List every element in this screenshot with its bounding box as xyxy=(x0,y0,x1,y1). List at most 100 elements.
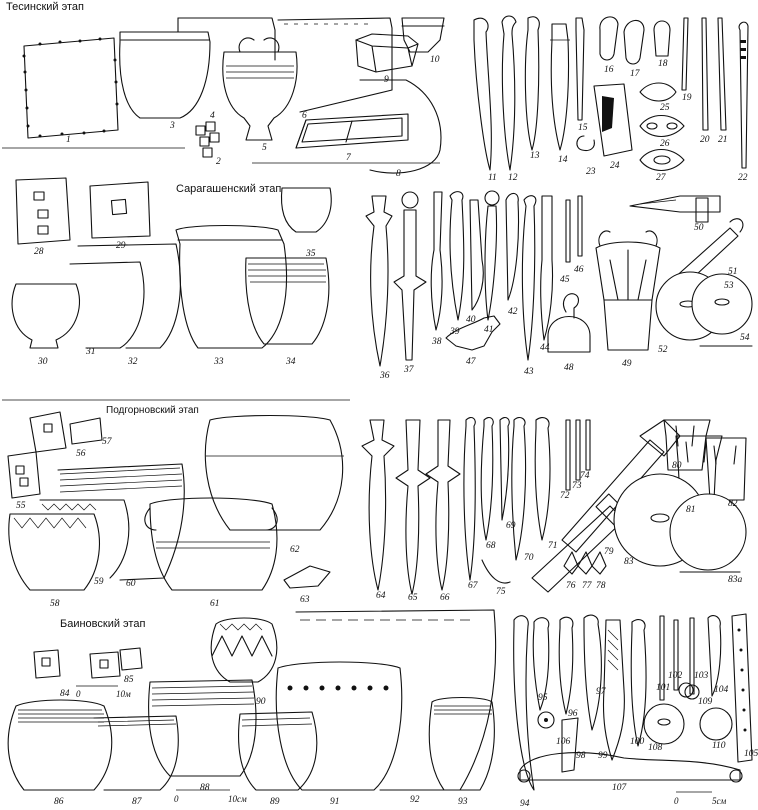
fig-num: 51 xyxy=(728,267,738,277)
pot-scale-zero: 0 xyxy=(174,794,179,804)
vessel-30 xyxy=(11,283,80,349)
fig-num: 64 xyxy=(376,591,386,601)
fig-num: 68 xyxy=(486,541,496,551)
tray-7 xyxy=(295,113,409,149)
fig-num: 104 xyxy=(714,685,729,695)
knife-98 xyxy=(561,717,579,773)
fig-num: 82 xyxy=(728,499,738,509)
fig-num: 81 xyxy=(686,505,696,515)
burial-plan-85b xyxy=(119,647,143,671)
fig-num: 35 xyxy=(305,249,316,259)
fig-num: 10 xyxy=(430,55,440,65)
knife-100 xyxy=(630,619,647,747)
fig-num: 98 xyxy=(576,751,586,761)
mold-24 xyxy=(593,83,633,157)
fig-num: 28 xyxy=(34,247,44,257)
figure-numbers: 1 2 3 4 5 6 7 8 9 10 11 12 13 14 15 16 1… xyxy=(16,55,758,809)
vessel-6 xyxy=(277,17,393,113)
figurine-47 xyxy=(445,315,501,351)
dagger-65 xyxy=(395,419,431,595)
stage-title-saragashensky: Сарагашенский этап xyxy=(176,183,282,195)
stage-title-tesinsky: Тесинский этап xyxy=(6,1,84,13)
vessel-32 xyxy=(77,243,181,349)
stage-title-podgornovsky: Подгорновский этап xyxy=(106,405,199,416)
fig-num: 2 xyxy=(216,157,221,167)
fig-num: 101 xyxy=(656,683,670,693)
fig-num: 17 xyxy=(630,69,641,79)
fig-num: 95 xyxy=(538,693,548,703)
vessel-61 xyxy=(144,497,278,591)
fig-num: 75 xyxy=(496,587,506,597)
fig-num: 18 xyxy=(658,59,668,69)
knife-40 xyxy=(469,199,484,311)
fig-num: 39 xyxy=(449,327,460,337)
burial-plan-57 xyxy=(69,417,103,445)
dagger-37 xyxy=(393,191,427,361)
fig-num: 57 xyxy=(102,437,113,447)
fig-num: 47 xyxy=(466,357,477,367)
fig-num: 32 xyxy=(127,357,138,367)
burial-plan-55 xyxy=(7,451,41,499)
fig-num: 74 xyxy=(580,471,590,481)
fig-num: 9 xyxy=(384,75,389,85)
fig-num: 29 xyxy=(116,241,126,251)
pole-top-82 xyxy=(705,437,747,501)
fig-num: 46 xyxy=(574,265,584,275)
mirror-53 xyxy=(691,273,753,335)
knife-70 xyxy=(511,417,527,561)
knife-67 xyxy=(463,417,476,581)
knife-97 xyxy=(583,614,602,731)
pendant-17 xyxy=(623,19,645,65)
fig-num: 107 xyxy=(612,783,628,793)
fig-num: 83а xyxy=(728,575,743,585)
vessel-59 xyxy=(39,499,130,579)
fig-num: 61 xyxy=(210,599,220,609)
fig-num: 56 xyxy=(76,449,86,459)
ornament-26 xyxy=(639,114,685,138)
vessel-91 xyxy=(275,661,403,791)
fig-num: 96 xyxy=(568,709,578,719)
fig-num: 50 xyxy=(694,223,704,233)
burial-plan-2 xyxy=(195,121,220,158)
dagger-66 xyxy=(425,419,461,591)
dagger-64 xyxy=(361,419,395,591)
vessel-86 xyxy=(7,699,113,791)
arrowhead-78 xyxy=(591,551,607,575)
knife-14 xyxy=(550,23,570,151)
fig-num: 77 xyxy=(582,581,593,591)
horse-bit-107 xyxy=(517,752,743,783)
ring-109 xyxy=(678,682,700,700)
fig-num: 65 xyxy=(408,593,418,603)
fig-num: 13 xyxy=(530,151,540,161)
vessel-31 xyxy=(69,261,145,349)
knife-13 xyxy=(524,16,540,151)
fig-num: 91 xyxy=(330,797,340,807)
knife-11 xyxy=(473,17,492,171)
cup-35 xyxy=(280,187,332,233)
dagger-36 xyxy=(365,195,393,367)
fig-num: 80 xyxy=(672,461,682,471)
fig-num: 31 xyxy=(85,347,96,357)
fig-num: 70 xyxy=(524,553,534,563)
fig-num: 76 xyxy=(566,581,576,591)
fig-num: 90 xyxy=(256,697,266,707)
celt-50 xyxy=(629,195,721,223)
vessel-60 xyxy=(57,463,185,581)
fig-num: 38 xyxy=(431,337,442,347)
fig-num: 15 xyxy=(578,123,588,133)
vessel-89 xyxy=(238,711,318,791)
burial-plan-84 xyxy=(33,649,61,679)
vessel-88 xyxy=(148,679,257,777)
fig-num: 11 xyxy=(488,173,497,183)
fig-num: 59 xyxy=(94,577,104,587)
knife-41 xyxy=(484,190,500,321)
knife-68 xyxy=(480,417,494,541)
fig-num: 34 xyxy=(285,357,296,367)
fig-num: 66 xyxy=(440,593,450,603)
fig-num: 45 xyxy=(560,275,570,285)
awl-74 xyxy=(585,419,591,471)
fig-num: 5 xyxy=(262,143,267,153)
knife-39 xyxy=(449,191,465,321)
knife-43 xyxy=(521,195,537,361)
knife-94 xyxy=(513,615,535,791)
